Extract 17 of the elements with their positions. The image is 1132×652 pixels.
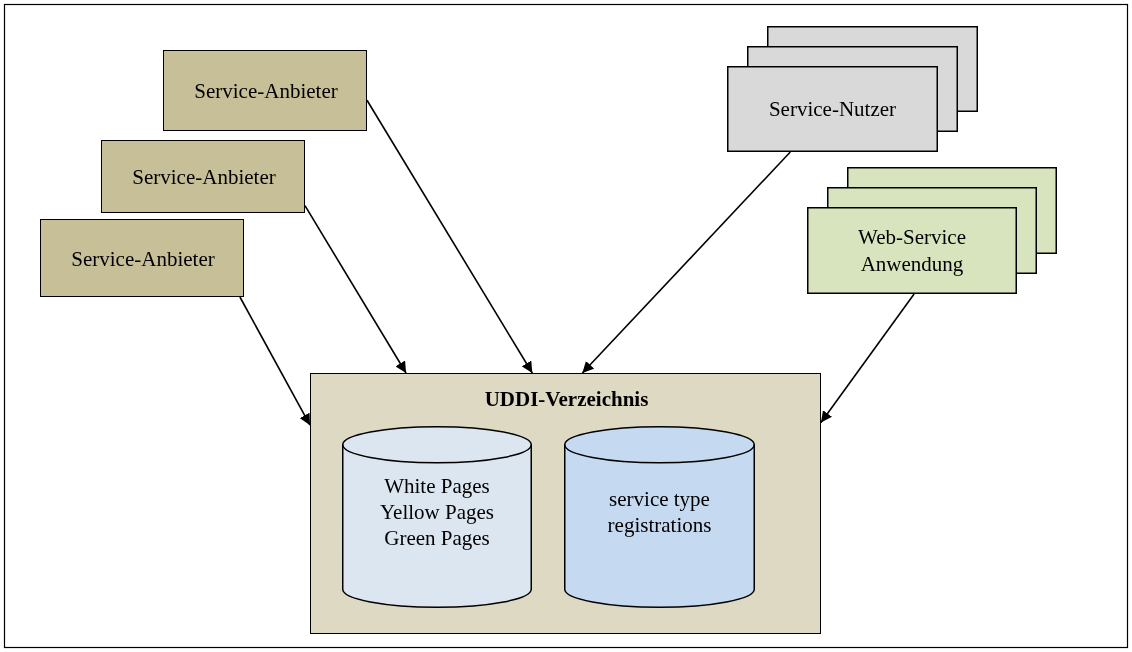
box-label: Service-Anbieter (71, 245, 215, 273)
registry-box (310, 373, 821, 634)
box-label: Service-Nutzer (768, 95, 897, 123)
provider-box (101, 140, 305, 213)
box-label: Web-Service Anwendung (857, 224, 967, 277)
arrow (820, 293, 915, 424)
registry-title: UDDI-Verzeichnis (484, 385, 649, 413)
arrow (366, 99, 534, 374)
arrow (239, 296, 311, 426)
box-label: Service-Anbieter (132, 164, 276, 191)
database-label: service type registrations (606, 485, 713, 539)
database-label: White Pages Yellow Pages Green Pages (379, 472, 495, 552)
arrow (304, 204, 407, 374)
arrow (581, 151, 792, 374)
provider-box (163, 50, 367, 131)
box-label: Service-Anbieter (194, 78, 338, 105)
provider-box (40, 219, 244, 297)
